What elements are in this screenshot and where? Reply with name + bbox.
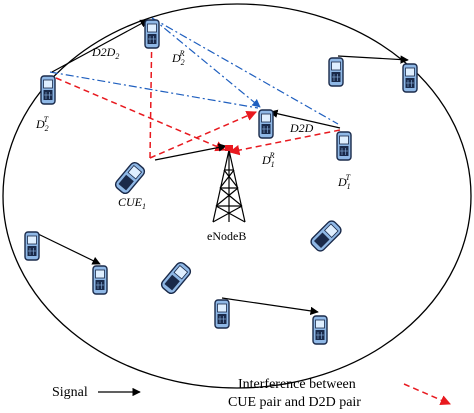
signal-pair-bottom [221, 297, 319, 316]
dashdot-d2t-to-d1r [49, 71, 259, 109]
interference-lines [55, 20, 341, 159]
phone-cue-bottom [158, 259, 194, 297]
label-d2t: D2T [35, 115, 49, 133]
label-d2d2: D2D2 [91, 45, 119, 61]
label-cue: CUE1 [118, 195, 146, 211]
phone-top-right-b [402, 63, 418, 93]
phone-top-right-a [328, 57, 344, 87]
phone-left-b [92, 265, 108, 295]
phone-bottom-a [214, 299, 230, 329]
signal-d2d2 [51, 19, 149, 73]
legend-signal-label: Signal [52, 385, 88, 400]
label-d1t: D1T [337, 173, 351, 191]
signal-d2d1 [269, 109, 341, 129]
dashdot-d2r-to-d1r [151, 17, 261, 108]
interf-d1t-to-enb [228, 129, 341, 156]
enodeb-tower [212, 145, 246, 223]
legend-interference-line2: CUE pair and D2D pair [228, 395, 361, 410]
signal-lines [33, 19, 409, 316]
phone-cue [112, 159, 148, 197]
phone-cue-right [308, 218, 344, 254]
label-d1r: D1R [261, 151, 275, 169]
phone-d1t [336, 131, 352, 161]
dashdot-lines [49, 17, 339, 125]
label-enodeb: eNodeB [207, 229, 246, 243]
phone-d1r [258, 109, 274, 139]
label-d2d1: D2D [289, 121, 314, 135]
phone-d2r [144, 19, 160, 49]
dashdot-d2r-to-d1t [151, 17, 339, 125]
legend: Signal Interference between CUE pair and… [52, 377, 451, 410]
phone-d2t [40, 75, 56, 105]
signal-pair-left [33, 231, 101, 265]
label-d2r: D2R [171, 49, 185, 67]
legend-interference-line1: Interference between [238, 377, 356, 392]
cell-boundary [2, 3, 472, 389]
phone-left-a [24, 231, 40, 261]
legend-interference-arrow [403, 383, 451, 406]
interf-d2t-to-enb [55, 77, 226, 152]
signal-cue-enb [154, 143, 227, 161]
signal-pair-top-right [337, 55, 409, 64]
phone-bottom-b [312, 315, 328, 345]
